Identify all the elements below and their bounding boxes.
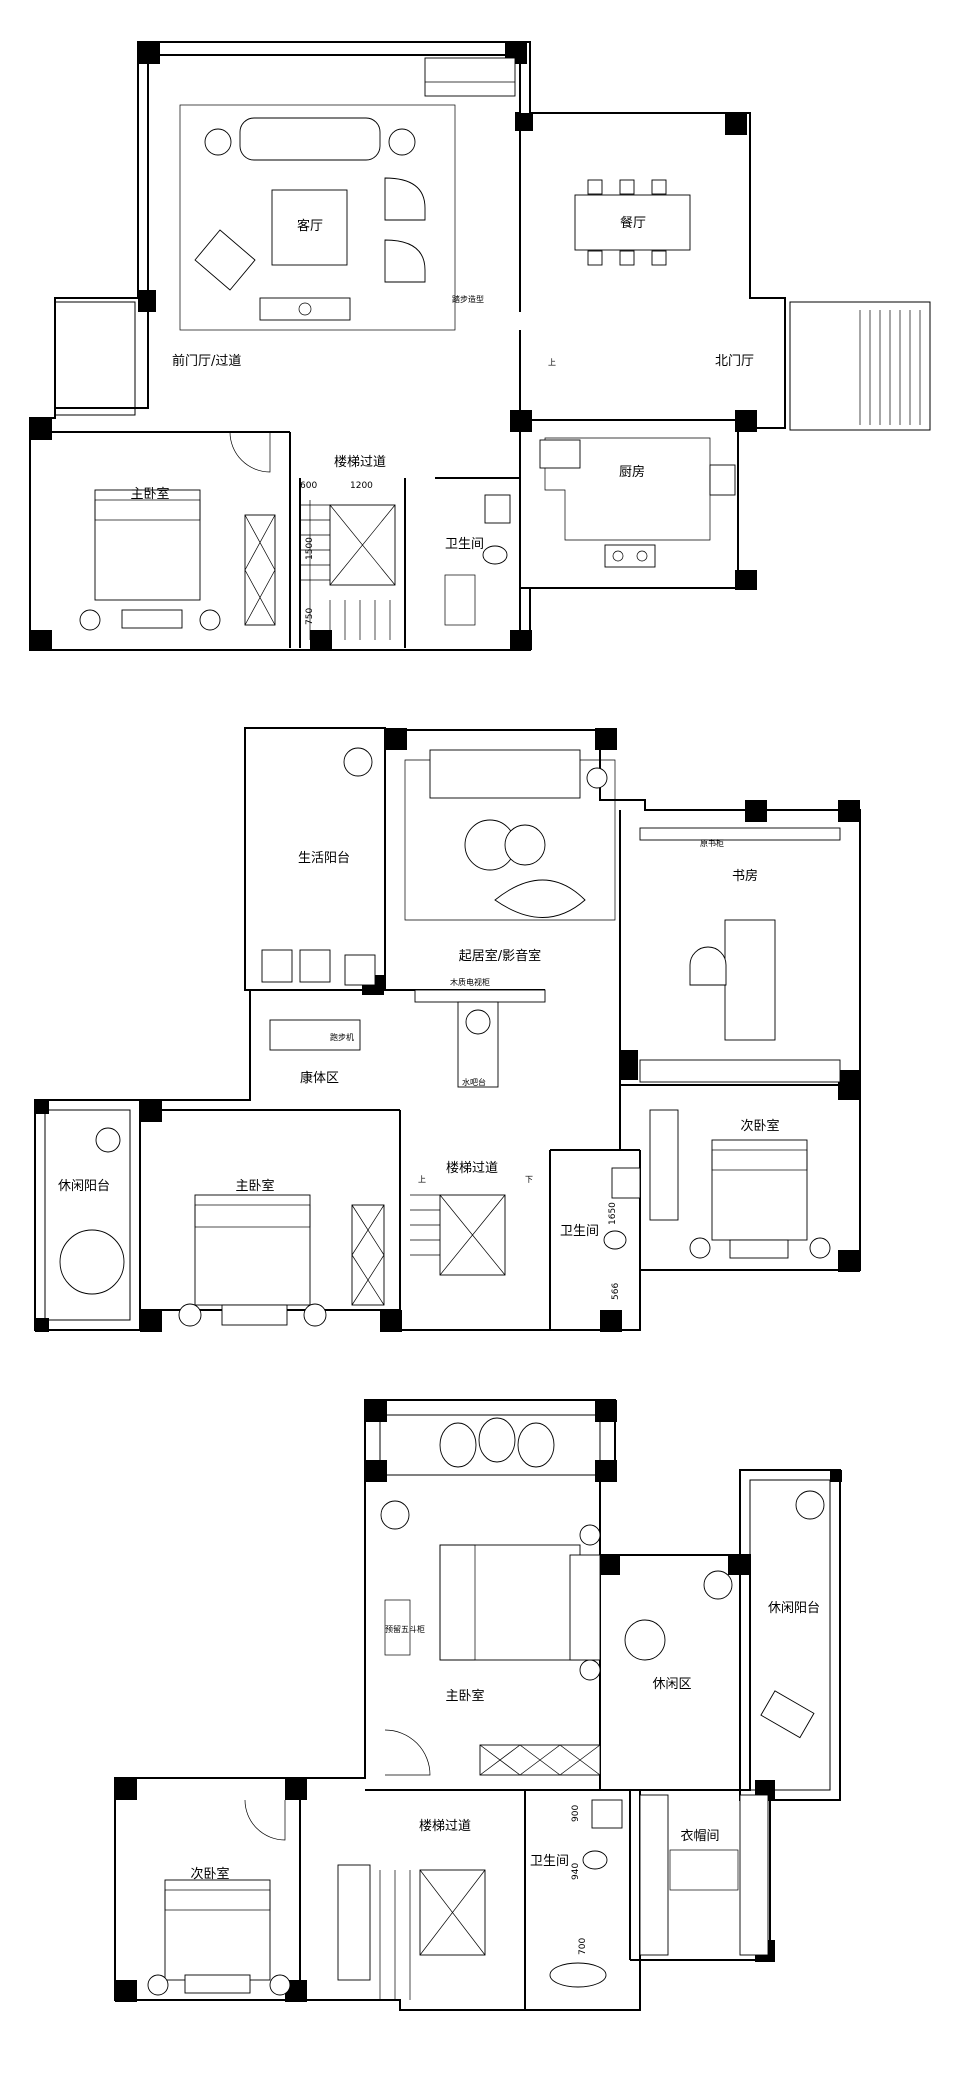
f3-stair-corridor-label: 楼梯过道 bbox=[419, 1819, 471, 1834]
leisure-balcony-label: 休闲阳台 bbox=[58, 1179, 110, 1194]
lounger bbox=[760, 1690, 815, 1739]
cooktop bbox=[604, 544, 656, 568]
dim-700: 700 bbox=[578, 1938, 588, 1955]
living-theater-label: 起居室/影音室 bbox=[459, 948, 541, 964]
bed bbox=[439, 1544, 581, 1661]
arrow-up-label: 上 bbox=[548, 358, 556, 367]
toilet bbox=[482, 545, 508, 565]
floor-1-plan: 客厅 餐厅 踏步造型 前门厅/过道 北门厅 上 主卧室 bbox=[29, 41, 931, 651]
bed bbox=[94, 489, 201, 601]
north-steps bbox=[859, 310, 921, 425]
plant-icon bbox=[343, 747, 373, 777]
floor-2-plan: 生活阳台 起居室/影音室 木质电视柜 跑步机 康体区 水吧台 书房 原书柜 休闲… bbox=[34, 727, 861, 1332]
north-hall-label: 北门厅 bbox=[715, 354, 754, 369]
fitness-label: 康体区 bbox=[300, 1070, 339, 1086]
bathroom-label: 卫生间 bbox=[445, 537, 484, 552]
study-label: 书房 bbox=[732, 868, 758, 884]
treadmill-label: 跑步机 bbox=[330, 1032, 354, 1042]
f3-master-bedroom-label: 主卧室 bbox=[445, 1688, 484, 1704]
wardrobe bbox=[337, 1864, 371, 1981]
bed bbox=[194, 1194, 311, 1306]
dim-750: 750 bbox=[305, 608, 315, 625]
sink bbox=[484, 494, 511, 524]
f2-second-bedroom-label: 次卧室 bbox=[740, 1118, 779, 1134]
f3-leisure-balcony bbox=[739, 1469, 841, 1801]
f3-leisure-balcony-label: 休闲阳台 bbox=[768, 1601, 820, 1616]
leisure-area-label: 休闲区 bbox=[652, 1677, 691, 1692]
kitchen-label: 厨房 bbox=[619, 464, 645, 480]
laundry-balcony-label: 生活阳台 bbox=[298, 851, 350, 866]
coffee-table bbox=[271, 189, 348, 266]
dim-1500: 1500 bbox=[305, 537, 315, 560]
bed bbox=[164, 1879, 271, 1981]
plant-icon bbox=[380, 1500, 410, 1530]
bookcase bbox=[639, 827, 841, 841]
toilet bbox=[603, 1230, 627, 1250]
lounge-chair bbox=[624, 1619, 666, 1661]
sink bbox=[591, 1799, 623, 1829]
tv-cabinet bbox=[414, 989, 546, 1003]
wardrobe bbox=[351, 1204, 385, 1306]
dim-566: 566 bbox=[611, 1283, 621, 1300]
f2-master-bedroom-label: 主卧室 bbox=[235, 1178, 274, 1194]
leisure-balcony bbox=[34, 1099, 141, 1331]
fridge bbox=[539, 439, 581, 469]
dim-1650: 1650 bbox=[608, 1202, 618, 1225]
toilet bbox=[582, 1850, 608, 1870]
dim-900: 900 bbox=[571, 1805, 581, 1822]
sofa bbox=[239, 117, 381, 161]
treadmill bbox=[269, 1019, 361, 1051]
floor-3-plan: 预留五斗柜 主卧室 休闲区 休闲阳台 楼梯过道 次卧室 卫生间 900 bbox=[114, 1399, 842, 2011]
column bbox=[138, 42, 160, 64]
bathtub bbox=[549, 1962, 607, 1988]
f2-stair-corridor-label: 楼梯过道 bbox=[446, 1161, 498, 1176]
bed bbox=[711, 1139, 808, 1241]
bookcase-label: 原书柜 bbox=[700, 838, 724, 848]
piano bbox=[424, 57, 516, 97]
wardrobe bbox=[244, 514, 276, 626]
f3-second-bedroom-label: 次卧室 bbox=[190, 1866, 229, 1882]
tv-cabinet-label: 木质电视柜 bbox=[450, 977, 490, 987]
stair-corridor-label: 楼梯过道 bbox=[334, 455, 386, 470]
round-chair bbox=[59, 1229, 125, 1295]
sink bbox=[611, 1167, 641, 1199]
closet-label: 衣帽间 bbox=[680, 1828, 719, 1844]
dining-room-label: 餐厅 bbox=[620, 215, 646, 231]
f3-bathroom-label: 卫生间 bbox=[530, 1854, 569, 1869]
partition-note: 预留五斗柜 bbox=[385, 1624, 425, 1634]
f2-arrow-down: 下 bbox=[525, 1175, 533, 1184]
f2-arrow-up: 上 bbox=[418, 1175, 426, 1184]
feature-note: 踏步造型 bbox=[452, 294, 484, 304]
water-bar-label: 水吧台 bbox=[462, 1077, 486, 1087]
dim-1200: 1200 bbox=[350, 481, 373, 491]
dim-940: 940 bbox=[571, 1863, 581, 1880]
master-bedroom-label: 主卧室 bbox=[130, 486, 169, 502]
dining-table bbox=[574, 194, 691, 251]
f2-bathroom-label: 卫生间 bbox=[560, 1224, 599, 1239]
headboard-cabinet bbox=[569, 1554, 601, 1661]
front-hall-label: 前门厅/过道 bbox=[172, 353, 241, 369]
living-room-label: 客厅 bbox=[297, 218, 323, 234]
sectional-sofa bbox=[429, 749, 581, 799]
desk bbox=[724, 919, 776, 1041]
dim-600: 600 bbox=[300, 481, 317, 491]
